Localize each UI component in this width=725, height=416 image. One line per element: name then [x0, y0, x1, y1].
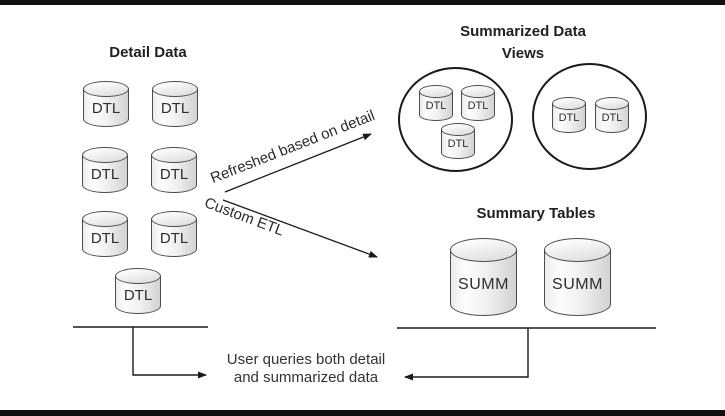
user-query-note-line1: User queries both detail — [226, 351, 386, 368]
summarized-view-circle-right — [532, 63, 647, 170]
user-query-note-line2: and summarized data — [233, 369, 379, 386]
summarized-views-title-line2: Views — [501, 45, 545, 62]
cylinder-label: DTL — [159, 230, 189, 247]
cylinder-top — [115, 268, 161, 284]
cylinder-top — [152, 81, 198, 97]
cylinder-label: DTL — [558, 112, 580, 124]
cylinder-label: DTL — [160, 100, 190, 117]
cylinder-label: DTL — [90, 230, 120, 247]
cylinder-label: SUMM — [458, 276, 509, 293]
view-dtl-cylinder: DTL — [595, 97, 629, 133]
detail-data-title: Detail Data — [109, 44, 187, 61]
cylinder-top — [450, 238, 517, 262]
user-query-note: User queries both detail and summarized … — [214, 351, 398, 387]
cylinder-label: DTL — [601, 112, 623, 124]
summ-cylinder: SUMM — [450, 238, 517, 316]
cylinder-label: DTL — [91, 100, 121, 117]
cylinder-top — [552, 97, 586, 110]
dtl-cylinder: DTL — [151, 147, 197, 193]
top-border-bar — [0, 0, 725, 5]
view-dtl-cylinder: DTL — [461, 85, 495, 121]
view-dtl-cylinder: DTL — [552, 97, 586, 133]
dtl-cylinder: DTL — [82, 147, 128, 193]
cylinder-label: DTL — [467, 100, 489, 112]
cylinder-label: SUMM — [552, 276, 603, 293]
dtl-cylinder: DTL — [115, 268, 161, 314]
cylinder-label: DTL — [123, 287, 153, 304]
cylinder-top — [82, 211, 128, 227]
dtl-cylinder: DTL — [83, 81, 129, 127]
cylinder-top — [151, 211, 197, 227]
cylinder-top — [595, 97, 629, 110]
cylinder-top — [441, 123, 475, 136]
cylinder-label: DTL — [159, 166, 189, 183]
cylinder-top — [83, 81, 129, 97]
summarized-views-title-line1: Summarized Data — [460, 23, 586, 40]
cylinder-top — [419, 85, 453, 98]
summary-query-connector — [404, 328, 529, 381]
detail-query-connector — [132, 327, 207, 379]
summarized-views-title: Summarized Data Views — [433, 21, 613, 65]
summary-tables-title: Summary Tables — [476, 205, 596, 222]
cylinder-label: DTL — [425, 100, 447, 112]
dtl-cylinder: DTL — [151, 211, 197, 257]
bottom-border-bar — [0, 410, 725, 416]
custom-etl-arrow-label: Custom ETL — [202, 194, 287, 240]
cylinder-top — [151, 147, 197, 163]
dtl-cylinder: DTL — [152, 81, 198, 127]
cylinder-top — [461, 85, 495, 98]
cylinder-top — [544, 238, 611, 262]
view-dtl-cylinder: DTL — [419, 85, 453, 121]
cylinder-label: DTL — [447, 138, 469, 150]
refresh-arrow-label: Refreshed based on detail — [208, 107, 378, 188]
view-dtl-cylinder: DTL — [441, 123, 475, 159]
cylinder-top — [82, 147, 128, 163]
cylinder-label: DTL — [90, 166, 120, 183]
dtl-cylinder: DTL — [82, 211, 128, 257]
summ-cylinder: SUMM — [544, 238, 611, 316]
